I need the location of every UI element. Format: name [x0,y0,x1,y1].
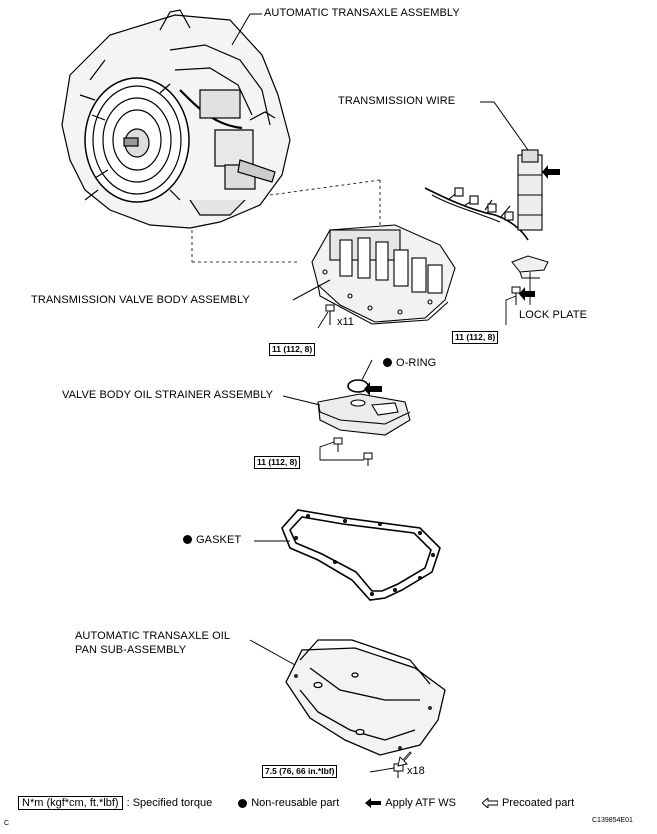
label-valve-body: TRANSMISSION VALVE BODY ASSEMBLY [31,294,250,306]
atf-arrow-icon [365,798,382,808]
transmission-wire-illustration [424,149,543,241]
lock-plate-bolt [511,286,521,305]
precoated-arrow-icon [397,751,412,767]
legend: N*m (kgf*cm, ft.*lbf) : Specified torque… [18,795,638,811]
legend-torque-desc: : Specified torque [126,797,213,809]
label-lock-plate: LOCK PLATE [519,309,588,321]
torque-valve-body: 11 (112, 8) [269,343,316,356]
strainer-bolt [333,437,373,466]
torque-lock-plate: 11 (112, 8) [452,331,499,344]
qty-oil-pan-bolts: x18 [407,765,425,777]
atf-arrow-icon [542,165,560,179]
legend-torque-unit: N*m (kgf*cm, ft.*lbf) [18,796,123,810]
non-reusable-dot-icon [183,535,192,544]
label-o-ring: O-RING [383,357,436,369]
o-ring-illustration [347,379,369,393]
transaxle-illustration [61,9,291,229]
label-transaxle: AUTOMATIC TRANSAXLE ASSEMBLY [264,7,460,19]
valve-body-bolt [325,304,335,325]
valve-body-illustration [311,224,456,325]
corner-code-left: C [4,820,10,827]
non-reusable-dot-icon [383,358,392,367]
legend-apply-atf: Apply ATF WS [385,797,456,809]
strainer-illustration [317,393,411,436]
label-strainer: VALVE BODY OIL STRAINER ASSEMBLY [62,389,274,401]
qty-valve-body-bolts: x11 [337,316,354,328]
legend-non-reusable: Non-reusable part [251,797,340,809]
torque-strainer: 11 (112, 8) [254,456,301,469]
atf-arrow-icon [364,382,382,396]
legend-precoated: Precoated part [501,797,575,809]
atf-arrow-icon [519,287,535,301]
oil-pan-illustration [285,639,446,756]
label-gasket: GASKET [183,534,241,546]
label-transmission-wire: TRANSMISSION WIRE [338,95,456,107]
precoated-arrow-icon [481,798,498,808]
o-ring-text: O-RING [396,357,437,369]
non-reusable-dot-icon [238,798,248,808]
gasket-text: GASKET [196,534,242,546]
figure-code: C139854E01 [592,817,633,824]
alignment-dashes [191,179,381,263]
torque-oil-pan: 7.5 (76, 66 in.*lbf) [262,765,338,778]
gasket-illustration [281,509,441,601]
label-oil-pan-line2: PAN SUB-ASSEMBLY [75,644,187,656]
label-oil-pan-line1: AUTOMATIC TRANSAXLE OIL [75,630,231,642]
